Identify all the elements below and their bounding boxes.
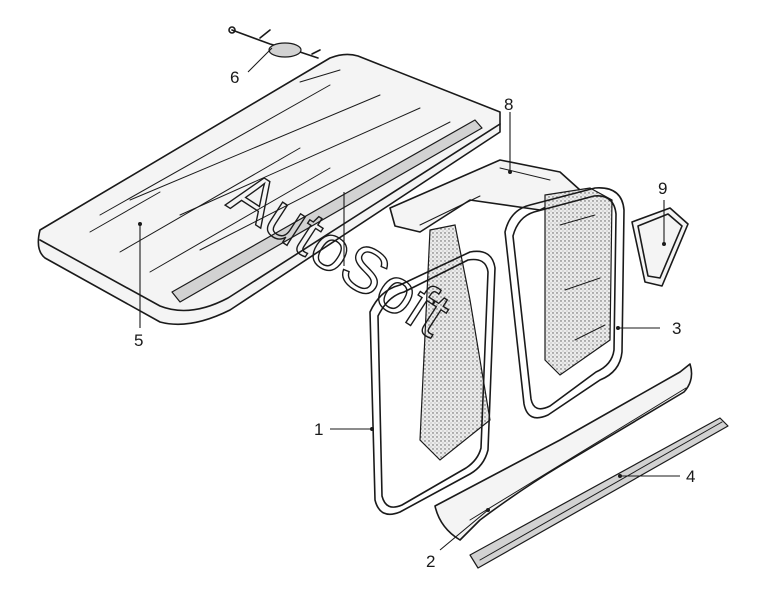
rear-pillar: [544, 187, 613, 376]
callout-9: 9: [658, 179, 667, 198]
sill-trim-strip: [469, 417, 729, 569]
callout-8: 8: [504, 95, 513, 114]
callout-2: 2: [426, 552, 435, 571]
callout-4: 4: [686, 467, 695, 486]
front-pillar: [419, 224, 491, 461]
rear-door-seal: [504, 187, 625, 419]
sill-panel: [434, 363, 693, 541]
roof-panel: [37, 53, 501, 326]
front-door-seal: [369, 250, 496, 516]
leader-lines: [138, 47, 680, 551]
callout-5: 5: [134, 331, 143, 350]
quarter-glass: [631, 207, 689, 287]
callout-1: 1: [314, 420, 323, 439]
callout-6: 6: [230, 68, 239, 87]
antenna-cable-assembly: [228, 26, 321, 59]
callout-labels: 1 2 3 4 5 6 8 9: [134, 68, 695, 571]
callout-3: 3: [672, 319, 681, 338]
